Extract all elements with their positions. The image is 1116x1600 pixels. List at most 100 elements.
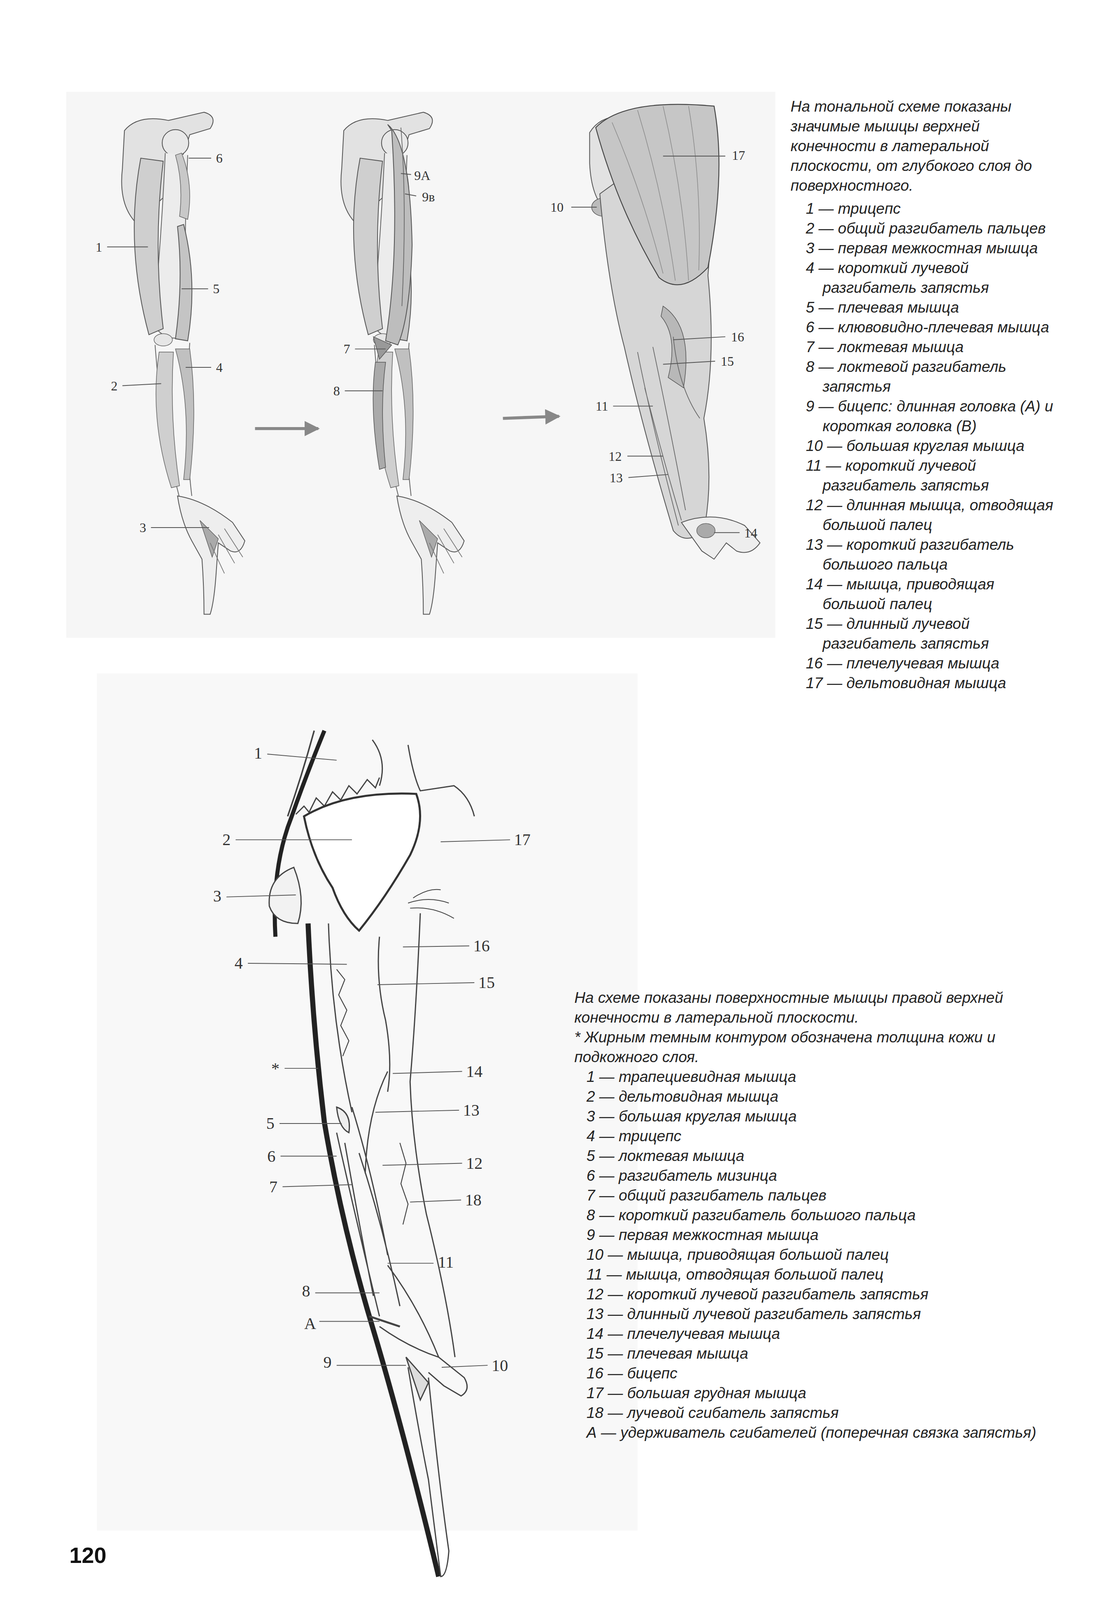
legend-item: 7 — локтевая мышца (790, 337, 1058, 357)
callout-number: 11 (438, 1253, 455, 1270)
legend-item: 11 — короткий лучевой разгибатель запяст… (790, 455, 1058, 496)
leader-line (377, 982, 475, 985)
leader-line (612, 405, 653, 407)
leader-line (663, 361, 716, 364)
callout-number: 10 (550, 200, 564, 214)
legend-item: 3 — первая межкостная мышца (790, 238, 1058, 259)
layer-arrow (255, 416, 560, 429)
leader-line (280, 1155, 337, 1156)
leader-line (405, 193, 417, 196)
arm-middle-layer (340, 112, 464, 615)
leader-line (247, 962, 347, 964)
arm-middle-layer (400, 127, 405, 307)
arm-middle-layer (340, 112, 464, 615)
arm-middle-layer (385, 124, 413, 345)
legend-item: 4 — трицепс (574, 1125, 1059, 1146)
callout-number: 5 (212, 281, 220, 296)
callout-number: 8 (301, 1282, 310, 1299)
arm-lateral-view (405, 1356, 429, 1400)
arm-lateral-view (269, 730, 475, 1576)
callout-number: 3 (139, 520, 147, 534)
legend-item: 13 — длинный лучевой разгибатель запясть… (574, 1303, 1059, 1324)
arm-superficial-layer (681, 516, 760, 559)
leader-line (181, 288, 208, 289)
page-number: 120 (69, 1543, 107, 1566)
legend-item: 9 — первая межкостная мышца (574, 1224, 1059, 1245)
callout-number: 7 (269, 1178, 278, 1195)
callout-number: 16 (473, 937, 490, 954)
leader-line (403, 945, 470, 947)
callout-number: 13 (609, 470, 623, 485)
legend-item: 2 — дельтовидная мышца (574, 1086, 1059, 1107)
callout-number: 10 (491, 1356, 508, 1374)
callout-number: 15 (478, 973, 495, 991)
callout-number: 7 (343, 342, 351, 356)
arm-lateral-view (407, 1366, 449, 1576)
legend-item: 11 — мышца, отводящая большой палец (574, 1264, 1059, 1284)
arm-superficial-layer (661, 305, 687, 388)
leader-line (188, 157, 212, 159)
leader-line (400, 173, 412, 175)
legend-item: 2 — общий разгибатель пальцев (790, 218, 1058, 239)
legend-paragraph: * Жирным темным контуром обозначена толщ… (574, 1027, 1059, 1067)
leader-line (375, 1109, 459, 1112)
callout-number: 1 (95, 240, 103, 254)
arm-superficial-layer (612, 106, 700, 281)
leader-line (387, 1262, 434, 1263)
legend-item: 10 — мышца, приводящая большой палец (574, 1244, 1059, 1265)
leader-line (354, 348, 386, 350)
legend-item: 17 — большая грудная мышца (574, 1382, 1059, 1403)
legend-item: 10 — большая круглая мышца (790, 435, 1058, 456)
arm-lateral-view (410, 913, 455, 1357)
arm-deep-layer (121, 112, 245, 615)
arm-deep-layer (121, 112, 245, 615)
leader-line (279, 1122, 342, 1124)
scan-ground (96, 673, 638, 1530)
legend-item: 17 — дельтовидная мышца (790, 673, 1058, 693)
callout-number: 4 (216, 360, 223, 374)
legend-paragraph: На тональной схеме показаны значимые мыш… (790, 96, 1058, 196)
arm-middle-layer (373, 336, 392, 360)
leader-line (410, 1199, 462, 1202)
layer-arrow (503, 416, 560, 419)
leader-line (571, 206, 597, 208)
leader-line (107, 246, 148, 248)
legend-item: А — удерживатель сгибателей (поперечная … (574, 1422, 1059, 1443)
callout-number: 12 (608, 449, 622, 463)
leader-line (440, 839, 511, 842)
legend-item: 6 — клювовидно-плечевая мышца (790, 317, 1058, 338)
legend-item: 8 — короткий разгибатель большого пальца (574, 1204, 1059, 1225)
leader-line (315, 1291, 380, 1293)
callout-number: 16 (731, 330, 745, 344)
leader-line (441, 1364, 488, 1367)
arm-lateral-view (307, 922, 439, 1576)
legend-item: 1 — трицепс (790, 198, 1058, 219)
leader-line (673, 336, 726, 340)
arm-superficial-layer (637, 336, 700, 526)
legend-item: 8 — локтевой разгибатель запястья (790, 356, 1058, 397)
callout-number: 9A (414, 168, 431, 182)
callout-number: 15 (720, 354, 734, 368)
callout-number: 1 (253, 744, 263, 762)
arm-lateral-view (336, 969, 350, 1056)
legend-item: 9 — бицепс: длинная головка (А) и коротк… (790, 396, 1058, 436)
arm-lateral-view (303, 793, 420, 931)
callout-number: 11 (595, 399, 609, 413)
arm-lateral-view (378, 936, 390, 1092)
layer-arrow (255, 426, 319, 430)
legend-item: 7 — общий разгибатель пальцев (574, 1185, 1059, 1205)
leader-line (226, 894, 296, 897)
legend-item: 12 — короткий лучевой разгибатель запяст… (574, 1283, 1059, 1304)
legend-item: 3 — большая круглая мышца (574, 1106, 1059, 1126)
legend-item: 18 — лучевой сгибатель запястья (574, 1402, 1059, 1423)
legend-item: 4 — короткий лучевой разгибатель запясть… (790, 258, 1058, 298)
callout-number: 6 (267, 1147, 276, 1165)
arm-lateral-view (328, 922, 352, 1112)
leader-line (151, 526, 210, 528)
arm-middle-layer (372, 362, 386, 470)
callout-number: 17 (731, 148, 746, 162)
leader-line (284, 1067, 319, 1069)
leader-line (382, 1162, 462, 1165)
leader-line (267, 753, 337, 760)
callout-number: 3 (213, 887, 222, 904)
